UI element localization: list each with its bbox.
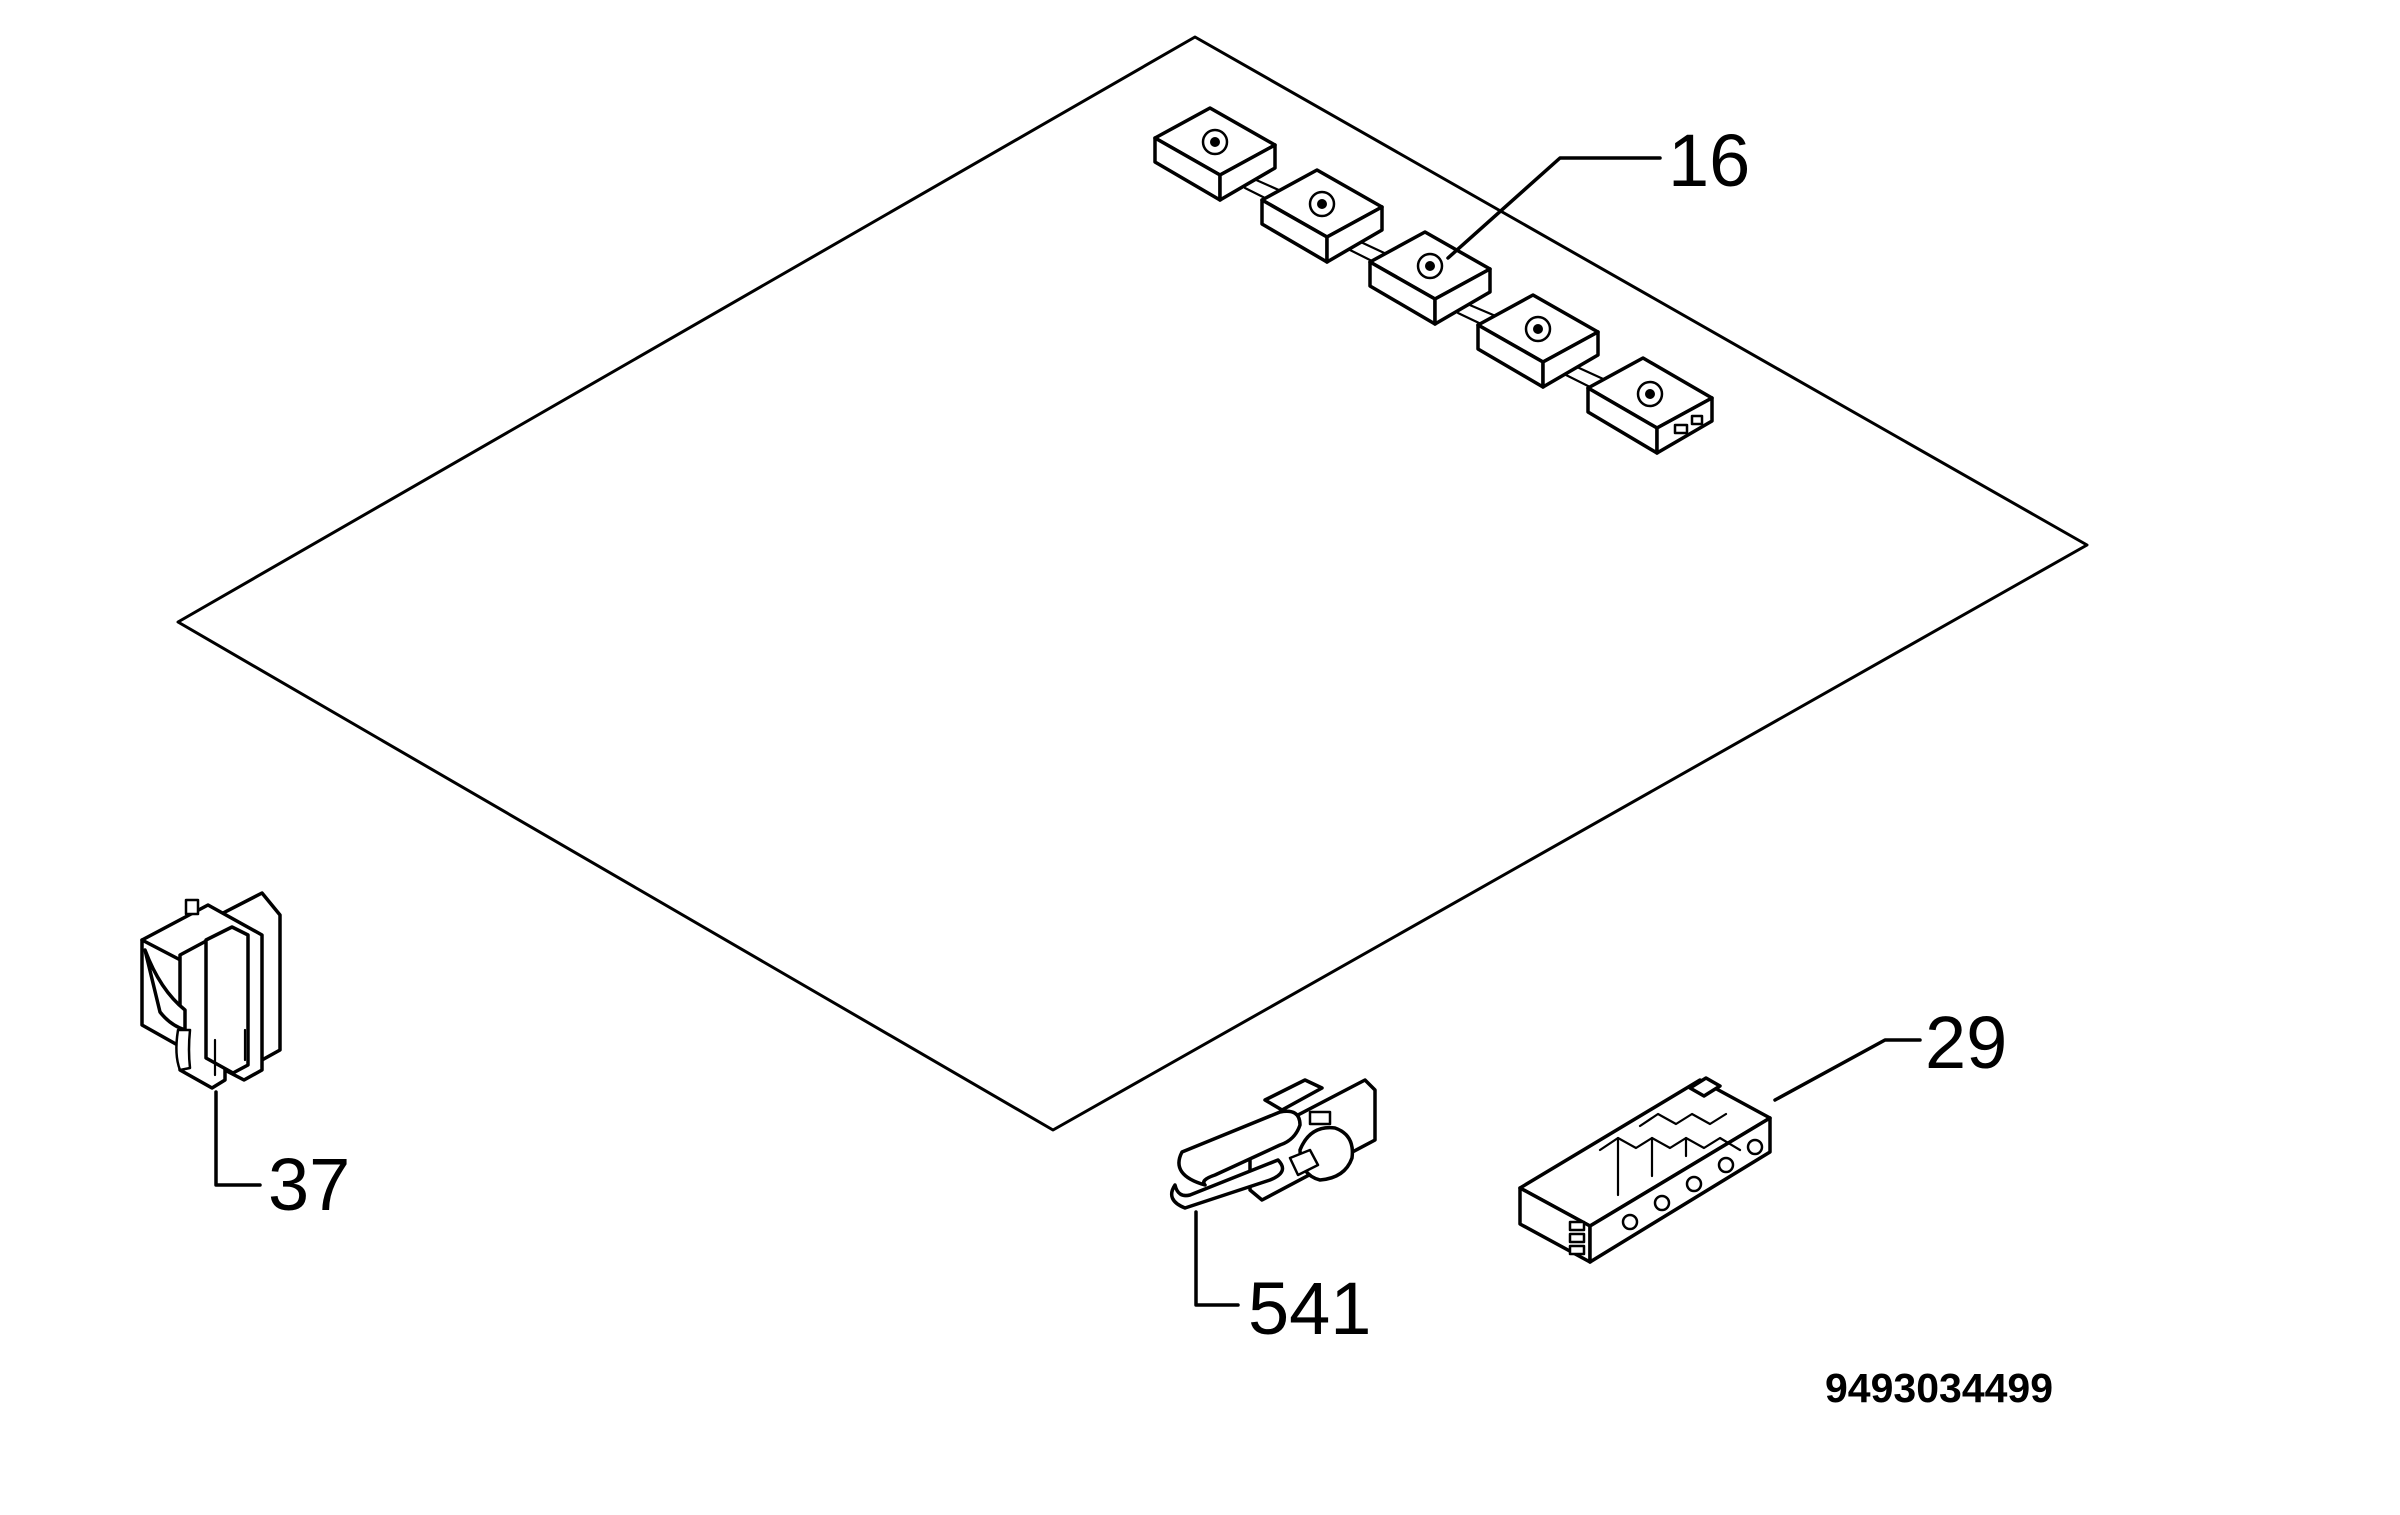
callout-37: 37: [268, 1143, 350, 1226]
leader-line-16: [1446, 156, 1662, 260]
leader-line-29: [1773, 1038, 1922, 1102]
panel-outline: [176, 35, 2089, 1132]
callout-541: 541: [1248, 1267, 1371, 1350]
callout-29: 29: [1925, 1001, 2007, 1084]
clip-part: [140, 891, 282, 1090]
drawing-number: 9493034499: [1825, 1365, 2053, 1411]
leader-line-541: [1194, 1210, 1240, 1307]
leader-line-37: [214, 1090, 262, 1187]
callout-16: 16: [1668, 119, 1750, 202]
cable-clamp-part: [1169, 1078, 1377, 1210]
wiring-harness-part: [1153, 106, 1714, 455]
terminal-block-part: [1518, 1076, 1772, 1264]
